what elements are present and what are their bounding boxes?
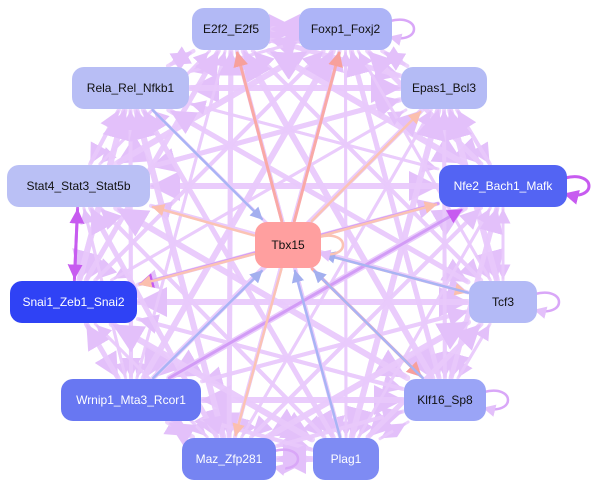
node-label: Klf16_Sp8 — [417, 393, 473, 407]
node-label: Epas1_Bcl3 — [412, 81, 476, 95]
network-edge — [168, 421, 197, 447]
node-wrnip1[interactable]: Wrnip1_Mta3_Rcor1 — [61, 379, 201, 421]
self-loop-edge — [388, 18, 416, 46]
node-label: Wrnip1_Mta3_Rcor1 — [76, 393, 186, 407]
network-edge — [112, 323, 315, 443]
network-edge — [85, 323, 121, 381]
node-box — [192, 8, 270, 50]
node-box — [72, 67, 189, 109]
tbx15-outgoing-edge — [310, 110, 422, 223]
tbx15-outgoing-edge — [292, 51, 343, 223]
tbx15-outgoing-edge — [232, 267, 283, 437]
network-edge — [166, 51, 193, 71]
node-label: Tcf3 — [492, 295, 514, 309]
node-label: Snai1_Zeb1_Snai2 — [22, 295, 124, 309]
network-edge — [100, 208, 327, 439]
node-box — [7, 165, 150, 207]
node-epas1[interactable]: Epas1_Bcl3 — [401, 67, 487, 109]
node-box — [299, 8, 392, 50]
network-edge — [378, 422, 407, 441]
node-tcf3[interactable]: Tcf3 — [469, 281, 537, 323]
tbx15-outgoing-edge — [233, 51, 284, 223]
self-loop-edge — [533, 291, 561, 319]
node-klf16[interactable]: Klf16_Sp8 — [404, 379, 486, 421]
network-edge — [140, 50, 335, 381]
node-box — [313, 438, 379, 480]
node-box — [61, 379, 201, 421]
node-box — [401, 67, 487, 109]
node-tbx15[interactable]: Tbx15 — [255, 222, 321, 268]
self-loop-edge — [563, 175, 591, 205]
self-loop-layer — [272, 18, 591, 476]
tbx15-outgoing-edge — [320, 201, 438, 237]
tbx15-incoming-edge — [151, 108, 264, 221]
network-edge — [383, 51, 410, 71]
network-edge — [169, 109, 471, 285]
node-e2f2[interactable]: E2f2_E2f5 — [192, 8, 270, 50]
tbx15-incoming-edge — [152, 269, 263, 380]
node-label: E2f2_E2f5 — [203, 22, 259, 36]
network-edge — [338, 51, 354, 439]
node-label: Rela_Rel_Nfkb1 — [87, 81, 175, 95]
node-box — [404, 379, 486, 421]
self-loop-edge — [317, 234, 345, 262]
network-edge — [138, 314, 405, 391]
node-label: Plag1 — [331, 452, 362, 466]
node-stat4[interactable]: Stat4_Stat3_Stat5b — [7, 165, 150, 207]
node-label: Tbx15 — [271, 238, 305, 252]
network-edge — [141, 109, 336, 440]
tbx15-incoming-edge — [291, 269, 342, 439]
node-label: Maz_Zfp281 — [196, 452, 263, 466]
node-label: Stat4_Stat3_Stat5b — [26, 179, 130, 193]
network-edge — [69, 208, 85, 282]
node-label: Foxp1_Foxj2 — [311, 22, 381, 36]
node-plag1[interactable]: Plag1 — [313, 438, 379, 480]
tbx15-outgoing-edge — [138, 252, 256, 288]
network-edge — [148, 94, 401, 170]
network-edge — [110, 110, 404, 282]
self-loop-edge — [272, 448, 300, 476]
tbx15-incoming-edge — [322, 251, 470, 294]
node-box — [255, 222, 321, 268]
tbx15-outgoing-edge — [151, 204, 256, 237]
node-foxp1[interactable]: Foxp1_Foxj2 — [299, 8, 392, 50]
network-edge — [357, 208, 491, 439]
node-maz[interactable]: Maz_Zfp281 — [182, 438, 276, 480]
tbx15-incoming-edge — [313, 269, 424, 380]
node-box — [182, 438, 276, 480]
self-loop-edge — [482, 389, 510, 417]
node-box — [10, 281, 137, 323]
node-nfe2[interactable]: Nfe2_Bach1_Mafk — [439, 165, 567, 207]
network-edge — [167, 208, 463, 380]
node-label: Nfe2_Bach1_Mafk — [454, 179, 554, 193]
node-box — [439, 165, 567, 207]
network-edge — [241, 50, 436, 381]
node-rela[interactable]: Rela_Rel_Nfkb1 — [72, 67, 189, 109]
node-box — [469, 281, 537, 323]
network-edge — [218, 50, 244, 440]
node-snai1[interactable]: Snai1_Zeb1_Snai2 — [10, 281, 137, 323]
network-edge — [456, 324, 491, 380]
